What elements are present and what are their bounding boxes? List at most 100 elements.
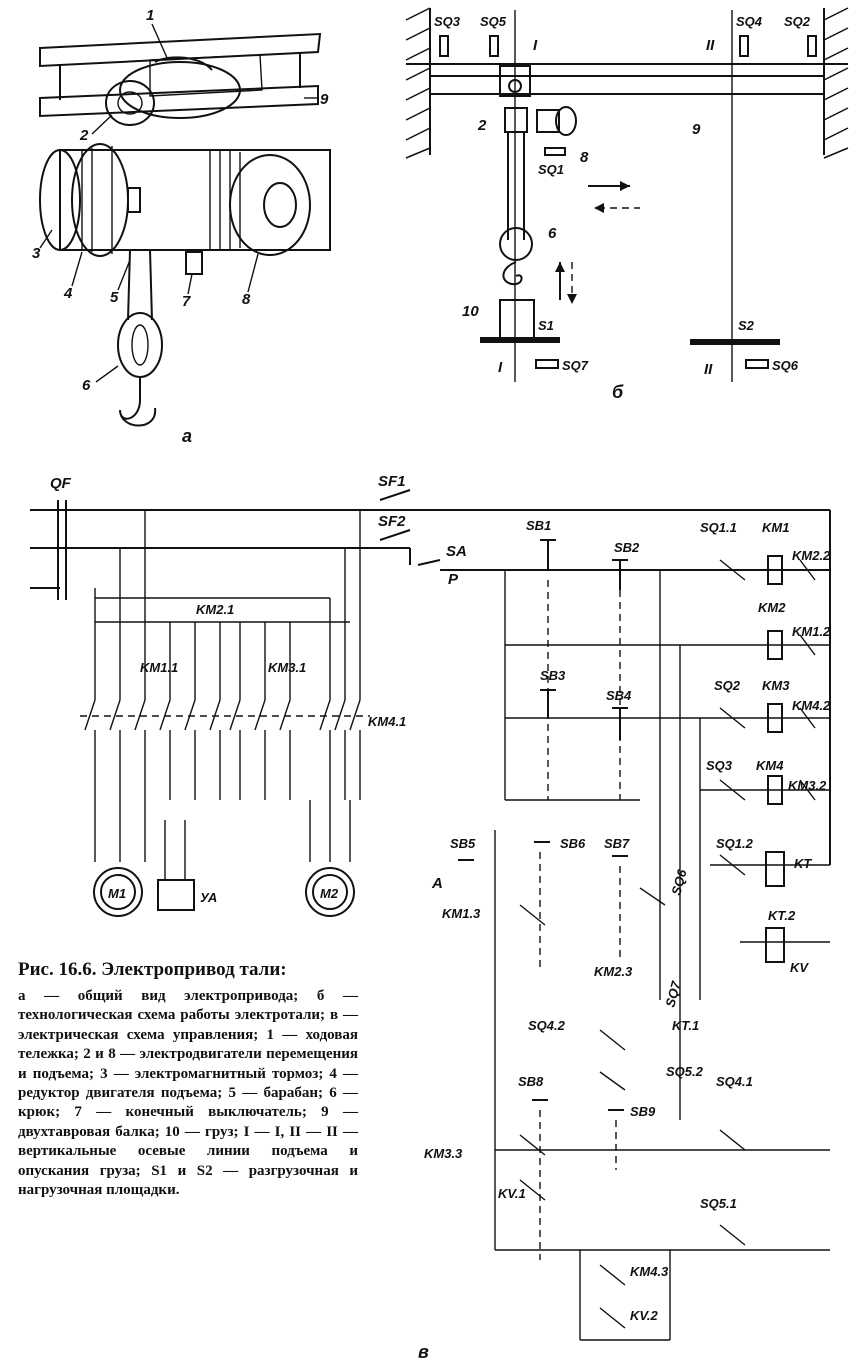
label-sb5: SB5: [450, 836, 476, 851]
label-sq6: SQ6: [668, 867, 689, 897]
label-sb4: SB4: [606, 688, 632, 703]
callout-6: 6: [82, 377, 91, 394]
label-m1: M1: [108, 886, 126, 901]
label-sq5: SQ5: [480, 14, 507, 29]
label-qf: QF: [50, 475, 72, 492]
label-sb1: SB1: [526, 518, 551, 533]
label-sq3: SQ3: [434, 14, 461, 29]
label-kv2: KV.2: [630, 1308, 658, 1323]
label-km22: KM2.2: [792, 548, 831, 563]
limit-switch-sq7: [535, 359, 559, 369]
label-km12: KM1.2: [792, 624, 831, 639]
caption-body: а — общий вид электропривода; б — технол…: [18, 988, 358, 1199]
label-km42: KM4.2: [792, 698, 831, 713]
callout-5: 5: [110, 289, 119, 306]
limit-switch-sq1: [544, 147, 566, 156]
label-sq51: SQ5.1: [700, 1196, 737, 1211]
coil-kv: [765, 927, 785, 963]
label-km2: KM2: [758, 600, 786, 615]
label-sb9: SB9: [630, 1104, 656, 1119]
label-p: P: [448, 571, 459, 588]
figure-caption: Рис. 16.6. Электропривод тали: а — общий…: [18, 958, 358, 1200]
label-km32: KM3.2: [788, 778, 827, 793]
label-6: 6: [548, 225, 557, 242]
label-km43: KM4.3: [630, 1264, 669, 1279]
label-sq6: SQ6: [772, 358, 799, 373]
label-ya: УА: [200, 890, 217, 905]
label-9: 9: [692, 121, 701, 138]
label-kt1: KT.1: [672, 1018, 699, 1033]
label-2: 2: [477, 117, 487, 134]
label-sq11: SQ1.1: [700, 520, 737, 535]
caption-title: Рис. 16.6. Электропривод тали:: [18, 959, 287, 980]
coil-km2: [767, 630, 783, 660]
label-km33: KM3.3: [424, 1146, 463, 1161]
label-sq7: SQ7: [562, 358, 589, 373]
label-sq41: SQ4.1: [716, 1074, 753, 1089]
label-sq2: SQ2: [784, 14, 811, 29]
label-s2: S2: [738, 318, 755, 333]
callout-1: 1: [146, 7, 154, 24]
label-m2: M2: [320, 886, 339, 901]
label-kt2: KT.2: [768, 908, 796, 923]
panel-a-callouts: 1 2 3 4 5 6 7 8 9 а: [32, 7, 329, 446]
label-sq52: SQ5.2: [666, 1064, 704, 1079]
label-km41: KM4.1: [368, 714, 406, 729]
panel-b-scheme: [405, 7, 849, 382]
label-sq4: SQ4: [736, 14, 763, 29]
label-sq1: SQ1: [538, 162, 564, 177]
coil-km4: [767, 775, 783, 805]
label-s1: S1: [538, 318, 554, 333]
wall-left: [405, 7, 431, 159]
callout-8: 8: [242, 291, 251, 308]
label-kv1: KV.1: [498, 1186, 526, 1201]
axis-1-bottom: I: [498, 359, 503, 376]
label-km23: KM2.3: [594, 964, 633, 979]
label-a: A: [431, 875, 443, 892]
label-sq12: SQ1.2: [716, 836, 754, 851]
panel-a-letter: а: [182, 426, 192, 446]
coil-km3: [767, 703, 783, 733]
label-sb2: SB2: [614, 540, 640, 555]
label-sb7: SB7: [604, 836, 630, 851]
label-km13: KM1.3: [442, 906, 481, 921]
label-km3: KM3: [762, 678, 790, 693]
callout-9: 9: [320, 91, 329, 108]
callout-4: 4: [63, 285, 73, 302]
label-10: 10: [462, 303, 479, 320]
wall-right: [823, 7, 849, 159]
power-labels: QF SF1 SF2 KM2.1 KM1.1 KM3.1 KM4.1 M1 M2…: [50, 473, 406, 905]
label-km1: KM1: [762, 520, 789, 535]
callout-2: 2: [79, 127, 89, 144]
limit-switch-sq4: [739, 35, 749, 57]
power-circuit: [30, 489, 831, 917]
label-sq2: SQ2: [714, 678, 741, 693]
panel-v-letter: в: [418, 1342, 429, 1362]
axis-2-top: II: [706, 37, 715, 54]
label-sq42: SQ4.2: [528, 1018, 566, 1033]
label-sq7: SQ7: [662, 979, 683, 1009]
callout-7: 7: [182, 293, 191, 310]
label-sq3: SQ3: [706, 758, 733, 773]
label-sf2: SF2: [378, 513, 406, 530]
motor-m1: [93, 867, 143, 917]
callout-3: 3: [32, 245, 41, 262]
label-km31: KM3.1: [268, 660, 306, 675]
label-kt: KT: [794, 856, 812, 871]
label-km11: KM1.1: [140, 660, 178, 675]
panel-b-labels: SQ3 SQ5 SQ4 SQ2 I II 2 8 9 SQ1 6 10 S1 S…: [434, 14, 811, 402]
panel-b-letter: б: [612, 382, 624, 402]
limit-switch-sq2: [807, 35, 817, 57]
motor-m2: [305, 867, 355, 917]
coil-km1: [767, 555, 783, 585]
brake-ya: [157, 879, 195, 911]
limit-switch-sq5: [489, 35, 499, 57]
label-sb8: SB8: [518, 1074, 544, 1089]
control-circuit: [409, 539, 830, 1341]
label-sb6: SB6: [560, 836, 586, 851]
label-sf1: SF1: [378, 473, 406, 490]
label-sa: SA: [446, 543, 467, 560]
label-km4: KM4: [756, 758, 784, 773]
label-8: 8: [580, 149, 589, 166]
